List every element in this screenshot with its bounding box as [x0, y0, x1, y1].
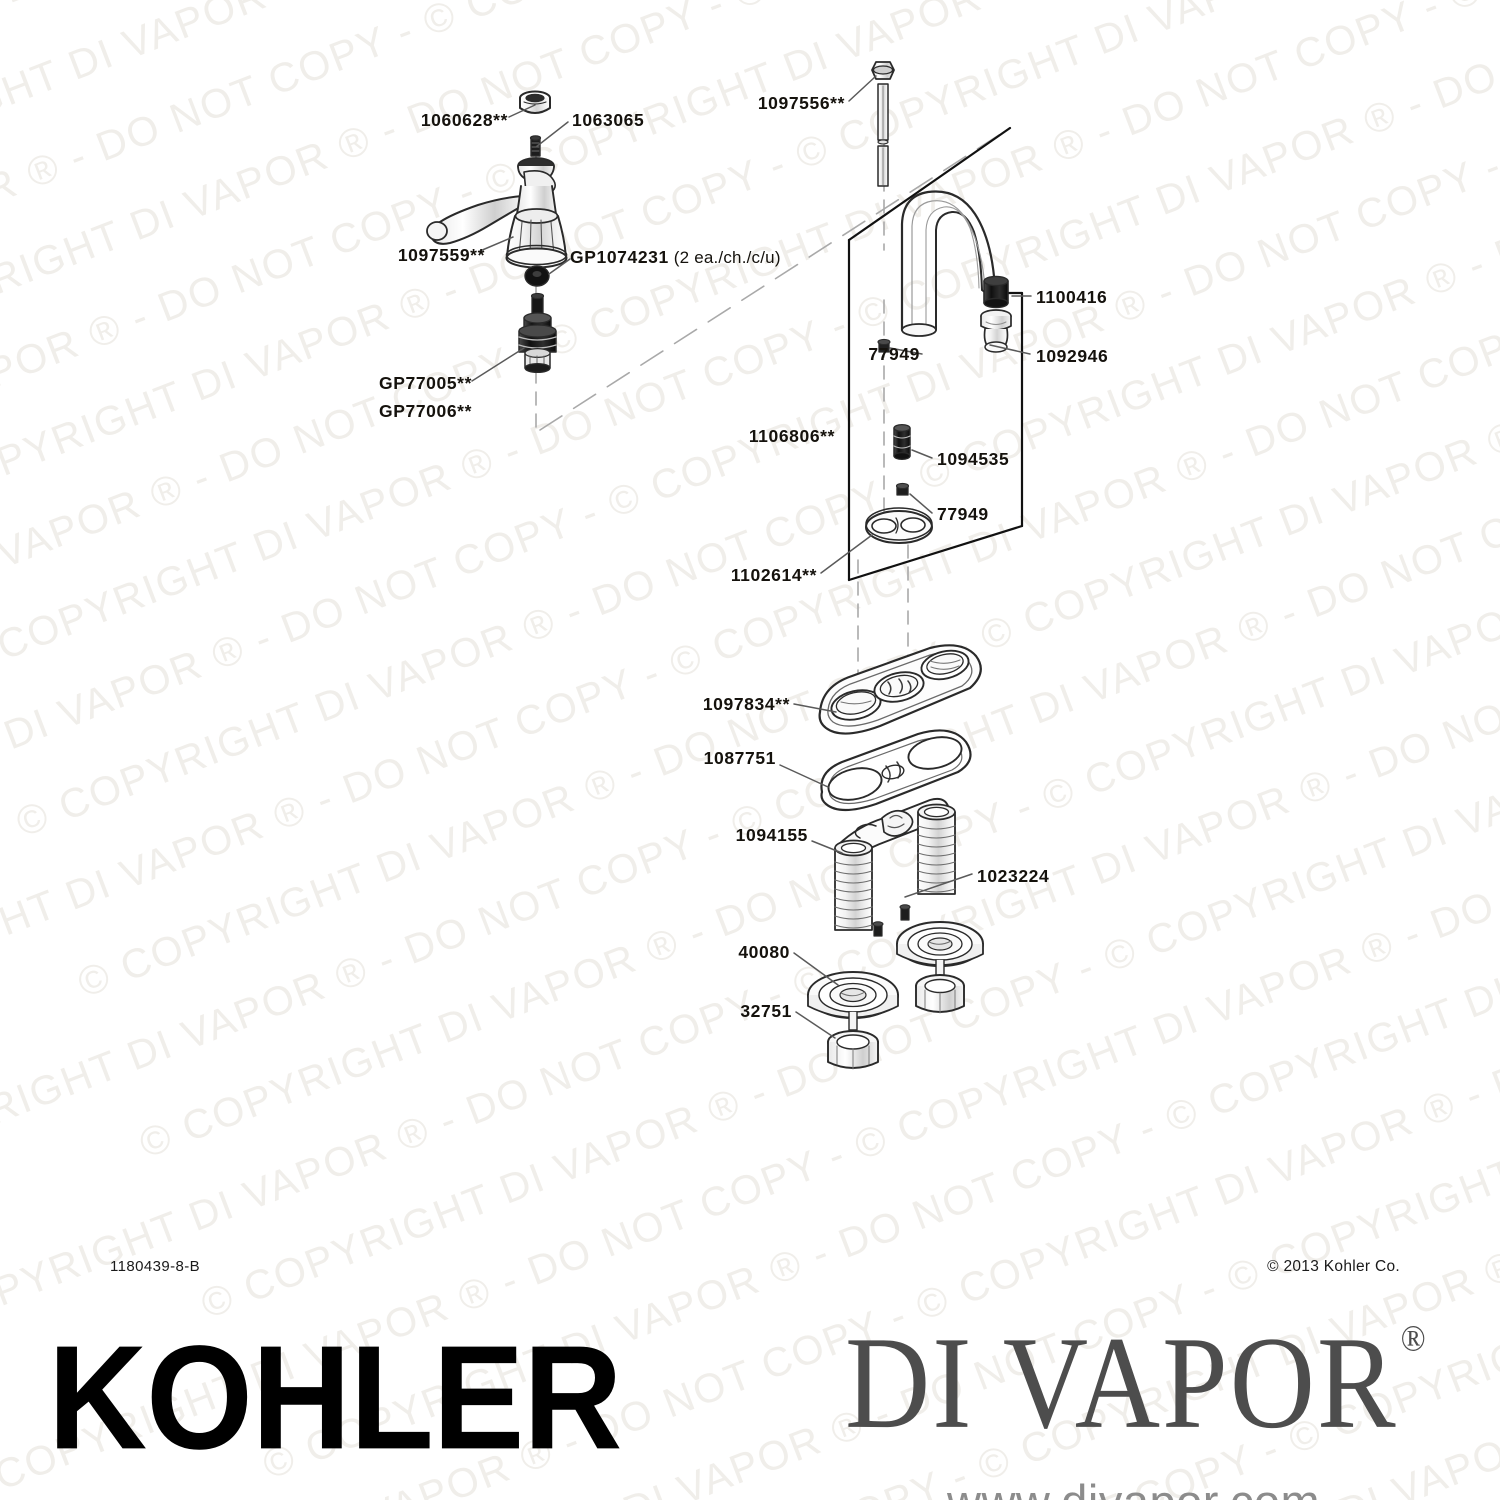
part-small-screws [872, 904, 911, 937]
copyright-notice: © 2013 Kohler Co. [1267, 1258, 1400, 1275]
part-label-1087751: 1087751 [703, 748, 776, 768]
part-label-40080: 40080 [738, 942, 790, 962]
part-escutcheon-gasket [820, 729, 972, 812]
part-mounting-nut-right [915, 974, 965, 1014]
part-spout-body [900, 190, 997, 337]
part-label-GP77006: GP77006** [379, 401, 472, 421]
part-label-GP1074231: GP1074231 (2 ea./ch./c/u) [570, 247, 781, 267]
part-label-1094155: 1094155 [735, 825, 808, 845]
explode-path [539, 127, 1011, 431]
part-lift-rod [871, 61, 895, 187]
part-label-77949-lower: 77949 [937, 504, 989, 524]
centerline [535, 89, 909, 701]
part-label-1097556: 1097556** [757, 93, 845, 113]
divapor-wordmark: DI VAPOR [845, 1309, 1398, 1456]
part-label-1097834: 1097834** [702, 694, 790, 714]
part-aerator [983, 275, 1009, 309]
part-valve-cartridge [518, 292, 557, 374]
part-mounting-washer-right [896, 921, 984, 977]
parts-diagram: 1060628** 1063065 1097559** GP1074231 (2… [379, 61, 1109, 1070]
part-spout-screw-upper [877, 338, 891, 353]
part-spout-screw-lower [895, 482, 910, 496]
part-handle-lever [426, 157, 568, 269]
deck-panel-upper [847, 126, 1012, 582]
part-label-1106806: 1106806** [748, 426, 835, 446]
part-label-1060628: 1060628** [420, 110, 508, 130]
divapor-logo: DI VAPOR® [845, 1315, 1465, 1451]
registered-trademark-icon: ® [1400, 1318, 1426, 1360]
part-label-77949-upper: 77949 [868, 344, 920, 364]
part-o-ring [524, 265, 550, 287]
part-label-32751: 32751 [740, 1001, 792, 1021]
part-label-1092946: 1092946 [1036, 346, 1109, 366]
part-label-1097559: 1097559** [397, 245, 485, 265]
part-spout-base-ring [865, 507, 933, 544]
part-label-1063065: 1063065 [572, 110, 645, 130]
divapor-logo-block: DI VAPOR® www.divapor.com [845, 1315, 1465, 1500]
part-label-1102614: 1102614** [730, 565, 817, 585]
part-label-GP77005: GP77005** [379, 373, 472, 393]
part-spout-sleeve [893, 423, 911, 461]
document-number: 1180439-8-B [110, 1258, 201, 1275]
part-label-1094535: 1094535 [937, 449, 1010, 469]
part-escutcheon-plate [818, 644, 982, 735]
part-label-1100416: 1100416 [1036, 287, 1108, 307]
part-mounting-washer-left [807, 971, 899, 1031]
divapor-url: www.divapor.com [947, 1474, 1465, 1500]
brand-bar: KOHLER DI VAPOR® www.divapor.com [0, 1310, 1500, 1500]
part-mounting-nut-left [827, 1030, 879, 1070]
part-valve-body-assembly [834, 797, 956, 931]
leader-lines [471, 75, 1032, 1039]
kohler-logo: KOHLER [48, 1315, 622, 1480]
part-label-1023224: 1023224 [977, 866, 1050, 886]
part-handle-screw [529, 135, 542, 157]
